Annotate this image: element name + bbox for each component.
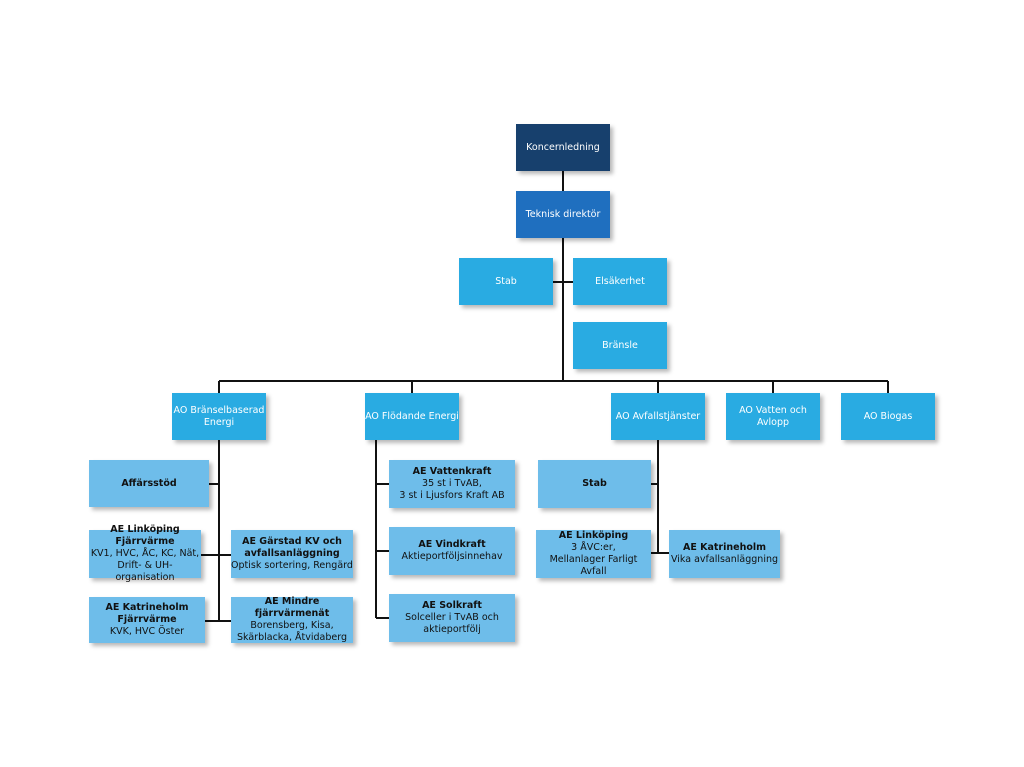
ae-linkoping-fjarrvarme-box: AE Linköping Fjärrvärme KV1, HVC, ÅC, KC…: [89, 524, 201, 583]
ao-branselbaserad-box: AO Bränselbaserad Energi: [172, 393, 266, 440]
ae-linkoping-avfall-line2: Mellanlager Farligt Avfall: [549, 554, 638, 577]
ae-katrineholm-fjarrvarme-line1: KVK, HVC Öster: [109, 626, 185, 637]
bransle-label: Bränsle: [602, 339, 638, 351]
ae-linkoping-avfall-box: AE Linköping 3 ÅVC:er, Mellanlager Farli…: [536, 530, 651, 578]
affarsstod-label: Affärsstöd: [121, 477, 177, 489]
teknisk-direktor-label: Teknisk direktör: [525, 208, 601, 220]
ao-branselbaserad-line1: AO Bränselbaserad: [173, 404, 265, 416]
ae-mindre-box: AE Mindre fjärrvärmenät Borensberg, Kisa…: [231, 596, 353, 643]
ae-vattenkraft-line1: 35 st i TvAB,: [422, 478, 482, 489]
ae-linkoping-fjarrvarme-line1: KV1, HVC, ÅC, KC, Nät,: [90, 548, 200, 559]
ae-katrineholm-avfall-line1: Vika avfallsanläggning: [670, 554, 779, 565]
ao-biogas-label: AO Biogas: [863, 410, 913, 422]
ae-linkoping-fjarrvarme-line2: Drift- & UH-organisation: [115, 560, 175, 583]
ae-solkraft-box: AE Solkraft Solceller i TvAB och aktiepo…: [389, 594, 515, 642]
affarsstod-box: Affärsstöd: [89, 460, 209, 507]
ae-solkraft-title: AE Solkraft: [422, 600, 482, 611]
ae-vindkraft-title: AE Vindkraft: [418, 539, 486, 550]
ae-mindre-line2: Skärblacka, Åtvidaberg: [237, 632, 347, 643]
ae-katrineholm-avfall-box: AE Katrineholm Vika avfallsanläggning: [669, 530, 780, 578]
ae-garstad-line1: Optisk sortering, Rengärd: [231, 560, 353, 571]
ae-linkoping-avfall-title: AE Linköping: [558, 530, 629, 541]
ao-vatten-box: AO Vatten och Avlopp: [726, 393, 820, 440]
elsakerhet-label: Elsäkerhet: [595, 275, 645, 287]
ae-garstad-title1: AE Gärstad KV och: [242, 536, 342, 547]
ae-katrineholm-avfall-title: AE Katrineholm: [682, 542, 767, 553]
ae-mindre-line1: Borensberg, Kisa,: [250, 620, 334, 631]
ae-vattenkraft-box: AE Vattenkraft 35 st i TvAB, 3 st i Ljus…: [389, 460, 515, 508]
ae-vindkraft-line1: Aktieportföljsinnehav: [401, 551, 503, 562]
ae-vattenkraft-line2: 3 st i Ljusfors Kraft AB: [399, 490, 505, 501]
ao-biogas-box: AO Biogas: [841, 393, 935, 440]
koncernledning-box: Koncernledning: [516, 124, 610, 171]
ao-avfall-label: AO Avfallstjänster: [615, 410, 701, 422]
ao-avfall-box: AO Avfallstjänster: [611, 393, 705, 440]
ae-linkoping-avfall-line1: 3 ÅVC:er,: [571, 542, 616, 553]
ae-linkoping-fjarrvarme-title: AE Linköping Fjärrvärme: [110, 524, 180, 547]
ao-flodande-label: AO Flödande Energi: [365, 410, 459, 422]
ao-flodande-box: AO Flödande Energi: [365, 393, 459, 440]
elsakerhet-box: Elsäkerhet: [573, 258, 667, 305]
stab-avfall-label: Stab: [582, 478, 607, 489]
stab-avfall-box: Stab: [538, 460, 651, 508]
ae-garstad-title2: avfallsanläggning: [244, 548, 340, 559]
ae-katrineholm-fjarrvarme-title: AE Katrineholm Fjärrvärme: [105, 602, 189, 625]
ae-mindre-title: AE Mindre fjärrvärmenät: [254, 596, 330, 619]
ae-garstad-box: AE Gärstad KV och avfallsanläggning Opti…: [231, 530, 353, 578]
ae-vindkraft-box: AE Vindkraft Aktieportföljsinnehav: [389, 527, 515, 575]
ae-solkraft-line2: aktieportfölj: [423, 624, 481, 635]
ae-solkraft-line1: Solceller i TvAB och: [405, 612, 499, 623]
stab-top-label: Stab: [495, 275, 517, 287]
teknisk-direktor-box: Teknisk direktör: [516, 191, 610, 238]
bransle-box: Bränsle: [573, 322, 667, 369]
ao-branselbaserad-line2: Energi: [203, 416, 235, 428]
stab-top-box: Stab: [459, 258, 553, 305]
koncernledning-label: Koncernledning: [526, 141, 600, 153]
ao-vatten-label: AO Vatten och Avlopp: [739, 404, 807, 428]
ae-vattenkraft-title: AE Vattenkraft: [412, 466, 492, 477]
ae-katrineholm-fjarrvarme-box: AE Katrineholm Fjärrvärme KVK, HVC Öster: [89, 597, 205, 643]
